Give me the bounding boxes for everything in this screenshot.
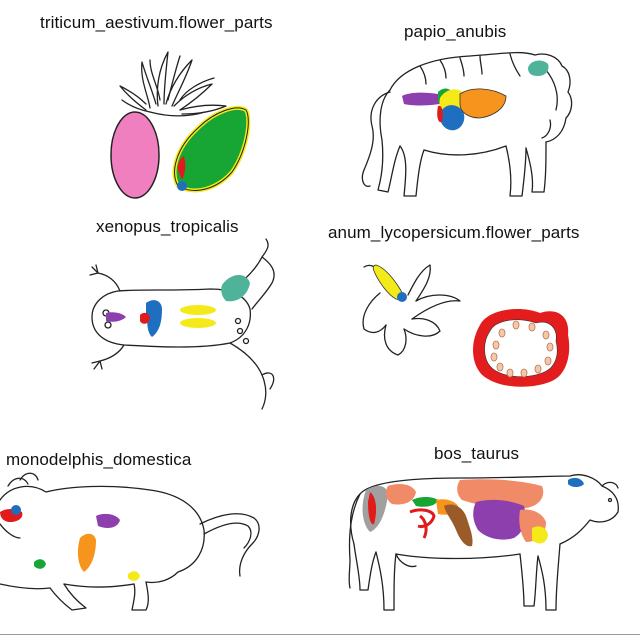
green-organ (172, 106, 251, 193)
red-organ (437, 105, 443, 123)
label-solanum: anum_lycopersicum.flower_parts (328, 223, 580, 242)
brain-teal (528, 60, 549, 76)
tomato-seeds (490, 320, 554, 378)
panel-bos: bos_taurus (320, 420, 640, 639)
opossum-illustration (0, 472, 260, 611)
pink-organ (110, 111, 160, 199)
green-organ (412, 497, 438, 507)
blue-brain (568, 477, 584, 487)
label-papio: papio_anubis (404, 22, 507, 41)
label-bos: bos_taurus (434, 444, 520, 463)
blue-organ (11, 505, 21, 515)
purple-organ (106, 312, 126, 322)
yellow-organ (532, 526, 548, 544)
panel-xenopus: xenopus_tropicalis (0, 205, 320, 420)
teal-organ (221, 274, 250, 302)
label-xenopus: xenopus_tropicalis (96, 217, 239, 236)
panel-papio: papio_anubis (320, 0, 640, 210)
blue-ovary (397, 292, 407, 302)
red-organ (140, 312, 150, 324)
wheat-flower-illustration (110, 51, 251, 199)
red-organ (177, 156, 186, 180)
purple-organ (473, 499, 526, 540)
purple-organ (402, 92, 440, 106)
brown-organ (444, 504, 473, 547)
blue-organ (177, 181, 187, 191)
tomato-flower-illustration (362, 264, 570, 387)
blue-organ (146, 300, 162, 337)
salmon-organ-2 (457, 479, 544, 509)
baboon-illustration (361, 51, 573, 197)
bottom-divider (0, 634, 640, 635)
purple-organ (96, 513, 120, 528)
red-intestine (409, 508, 436, 539)
salmon-organ-1 (385, 484, 416, 505)
yellow-pistil (372, 264, 403, 300)
panel-monodelphis: monodelphis_domestica (0, 420, 320, 639)
yellow-organ (128, 571, 140, 581)
cow-illustration (348, 474, 619, 611)
frog-illustration (89, 238, 275, 410)
orange-organ (77, 533, 96, 572)
blue-organ (440, 105, 465, 131)
panel-solanum: anum_lycopersicum.flower_parts (320, 205, 640, 420)
yellow-organ-1 (180, 305, 216, 315)
orange-liver (459, 88, 507, 119)
red-organ (368, 492, 377, 525)
yellow-organ-2 (180, 318, 216, 328)
green-organ (34, 559, 46, 569)
label-triticum: triticum_aestivum.flower_parts (40, 13, 273, 32)
panel-triticum: triticum_aestivum.flower_parts (0, 0, 320, 205)
label-monodelphis: monodelphis_domestica (6, 450, 192, 469)
